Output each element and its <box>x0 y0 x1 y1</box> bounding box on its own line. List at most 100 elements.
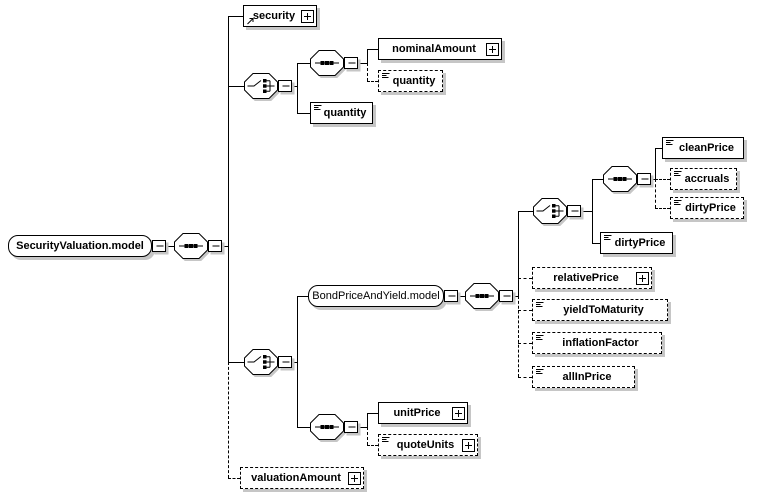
connector <box>655 148 662 149</box>
connector <box>228 362 229 478</box>
text-content-icon <box>535 334 545 342</box>
connector <box>228 86 244 87</box>
connector <box>228 16 243 17</box>
connector <box>367 445 378 446</box>
connector <box>297 63 310 64</box>
element-valuation-amount[interactable]: valuationAmount <box>240 467 364 489</box>
connector <box>222 246 228 247</box>
expand-icon[interactable] <box>636 271 649 285</box>
model-group-root[interactable]: SecurityValuation.model <box>8 235 152 257</box>
element-accruals[interactable]: accruals <box>670 168 737 190</box>
expand-icon[interactable] <box>348 471 361 485</box>
element-label: quantity <box>323 107 367 119</box>
connector <box>518 211 519 296</box>
choice-indicator <box>244 349 278 375</box>
collapse-icon[interactable] <box>344 421 358 433</box>
element-dirty-price[interactable]: dirtyPrice <box>600 232 673 254</box>
collapse-icon[interactable] <box>208 240 222 252</box>
connector <box>518 211 533 212</box>
connector <box>228 16 229 362</box>
connector <box>297 113 310 114</box>
collapse-icon[interactable] <box>278 356 292 368</box>
connector <box>292 86 297 87</box>
connector <box>297 296 298 427</box>
text-content-icon <box>313 104 323 112</box>
connector <box>518 296 519 377</box>
connector <box>518 278 532 279</box>
connector <box>297 427 310 428</box>
element-label: dirtyPrice <box>685 202 736 214</box>
element-dirty-price-optional[interactable]: dirtyPrice <box>670 197 744 219</box>
text-content-icon <box>603 234 613 242</box>
element-label: yieldToMaturity <box>563 304 644 316</box>
element-inflation-factor[interactable]: inflationFactor <box>532 332 662 354</box>
element-label: quantity <box>392 75 436 87</box>
element-label: valuationAmount <box>251 472 341 484</box>
sequence-indicator <box>310 50 344 76</box>
model-group-label: SecurityValuation.model <box>16 240 144 252</box>
connector <box>518 377 532 378</box>
connector <box>592 243 600 244</box>
collapse-icon[interactable] <box>344 57 358 69</box>
text-content-icon <box>381 436 391 444</box>
sequence-indicator <box>465 283 499 309</box>
connector <box>367 427 368 445</box>
element-quantity-optional[interactable]: quantity <box>378 70 443 92</box>
collapse-icon[interactable] <box>567 205 581 217</box>
connector <box>458 296 465 297</box>
collapse-icon[interactable] <box>444 290 458 302</box>
connector <box>655 148 656 179</box>
element-unit-price[interactable]: unitPrice <box>378 402 468 424</box>
collapse-icon[interactable] <box>278 80 292 92</box>
connector <box>166 246 174 247</box>
element-quote-units[interactable]: quoteUnits <box>378 434 478 456</box>
connector <box>367 413 378 414</box>
connector <box>592 179 593 243</box>
model-group-label: BondPriceAndYield.model <box>312 290 440 302</box>
expand-icon[interactable] <box>452 406 465 420</box>
connector <box>367 49 368 63</box>
element-yield-to-maturity[interactable]: yieldToMaturity <box>532 299 668 321</box>
choice-indicator <box>533 198 567 224</box>
element-label: security <box>252 10 296 22</box>
connector <box>367 413 368 427</box>
element-label: unitPrice <box>393 407 441 419</box>
collapse-icon[interactable] <box>637 173 651 185</box>
sequence-indicator <box>174 233 208 259</box>
element-quantity[interactable]: quantity <box>310 102 373 124</box>
connector <box>358 63 367 64</box>
expand-icon[interactable] <box>486 42 499 56</box>
connector <box>358 427 367 428</box>
connector <box>513 296 518 297</box>
text-content-icon <box>535 301 545 309</box>
connector <box>297 63 298 113</box>
element-clean-price[interactable]: cleanPrice <box>662 137 744 159</box>
element-relative-price[interactable]: relativePrice <box>532 267 652 289</box>
connector <box>518 310 532 311</box>
choice-indicator <box>244 73 278 99</box>
element-all-in-price[interactable]: allInPrice <box>532 366 635 388</box>
element-label: cleanPrice <box>678 142 735 154</box>
text-content-icon <box>673 170 683 178</box>
element-label: dirtyPrice <box>614 237 666 249</box>
connector <box>228 478 240 479</box>
element-nominal-amount[interactable]: nominalAmount <box>378 38 502 60</box>
element-reference-icon <box>246 16 255 25</box>
text-content-icon <box>673 199 683 207</box>
connector <box>297 296 308 297</box>
connector <box>655 179 656 208</box>
model-group-bond-price-and-yield[interactable]: BondPriceAndYield.model <box>308 285 444 307</box>
element-label: quoteUnits <box>396 439 455 451</box>
element-security[interactable]: security <box>243 5 317 27</box>
connector <box>651 179 655 180</box>
connector <box>228 362 244 363</box>
expand-icon[interactable] <box>462 438 475 452</box>
collapse-icon[interactable] <box>499 290 513 302</box>
element-label: nominalAmount <box>392 43 476 55</box>
connector <box>292 362 297 363</box>
element-label: inflationFactor <box>562 337 639 349</box>
connector <box>655 208 670 209</box>
expand-icon[interactable] <box>301 9 314 23</box>
collapse-icon[interactable] <box>152 240 166 252</box>
element-label: allInPrice <box>562 371 612 383</box>
